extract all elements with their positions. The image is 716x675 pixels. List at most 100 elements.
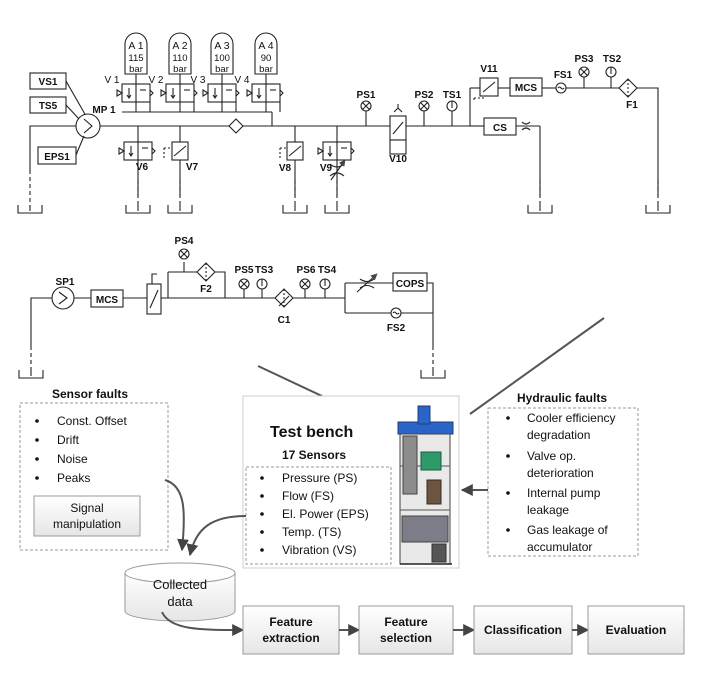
- sensor-cross: [301, 280, 309, 288]
- pipeline-step-box: [587, 605, 685, 655]
- pump-arrow: [83, 118, 93, 134]
- bullet: [506, 491, 510, 495]
- cooling-mcs-label: MCS: [96, 295, 119, 306]
- fs1-label: FS1: [554, 70, 573, 81]
- accumulator-pressure: 90: [261, 53, 272, 64]
- pipeline-step-label: selection: [380, 631, 432, 645]
- accumulator-unit: bar: [259, 64, 273, 75]
- ts5-label: TS5: [39, 101, 58, 112]
- arrow-data-to-extraction: [161, 611, 245, 636]
- pipe-path: [215, 271, 226, 298]
- valve-arrowhead: [256, 94, 262, 99]
- pipeline-step-label: extraction: [262, 631, 319, 645]
- cooler-arrow: [278, 295, 290, 307]
- fs2-label: FS2: [387, 323, 406, 334]
- v8-spring: [288, 145, 302, 157]
- accumulator-pressure: 115: [128, 53, 143, 64]
- hydraulic-faults-panel: [487, 407, 639, 557]
- accumulator-icon: [168, 32, 192, 75]
- sp1-label: SP1: [56, 277, 75, 288]
- bullet: [260, 476, 264, 480]
- pipe-path: [344, 282, 433, 314]
- valve-actuator: [246, 89, 254, 97]
- f1-label: F1: [626, 100, 638, 111]
- hydraulic-fault-item: deterioration: [527, 466, 594, 480]
- hydraulic-fault-item: accumulator: [527, 540, 592, 554]
- hydraulic-fault-item: leakage: [527, 503, 569, 517]
- pipe-line: [65, 80, 87, 117]
- sensor-item: Flow (FS): [282, 489, 334, 503]
- cooling-valve-arrow: [149, 289, 159, 309]
- pipe-line: [65, 104, 81, 121]
- sensor-faults-title: Sensor faults: [52, 387, 128, 401]
- bullet: [260, 530, 264, 534]
- pipeline-step-label: Feature: [269, 615, 313, 629]
- accumulator-pressure: 100: [214, 53, 230, 64]
- valve-spring: [193, 89, 198, 97]
- cooling-valve-pilot: [151, 273, 157, 284]
- v10-valve-lower: [389, 139, 407, 155]
- accumulator-label: A 2: [172, 40, 187, 52]
- valve-spring: [235, 89, 240, 97]
- hydraulic-fault-item: Internal pump: [527, 486, 601, 500]
- machine-motor: [417, 405, 431, 425]
- mcs-box: [509, 77, 543, 97]
- valve-actuator: [116, 89, 124, 97]
- signal-manipulation-label: manipulation: [53, 517, 121, 531]
- ts2-label: TS2: [603, 54, 622, 65]
- pipeline-step-box: [242, 605, 340, 655]
- pipeline-step-label: Feature: [384, 615, 428, 629]
- accumulator-label: A 4: [258, 40, 273, 52]
- vs1-label: VS1: [39, 77, 58, 88]
- collected-data-cylinder: [124, 573, 236, 622]
- v11-arrow: [482, 81, 496, 93]
- machine-pump: [420, 451, 442, 471]
- bullet: [506, 528, 510, 532]
- accumulator-unit: bar: [173, 64, 187, 75]
- arrow-signal-to-data: [164, 479, 190, 552]
- signal-manipulation-label: Signal: [70, 501, 103, 515]
- v7-pilot: [163, 147, 172, 158]
- tank-icon: [17, 205, 43, 214]
- eps1-label: EPS1: [44, 152, 70, 163]
- sensor-fault-item: Peaks: [57, 471, 90, 485]
- bullet: [35, 419, 39, 423]
- ts4-label: TS4: [318, 265, 337, 276]
- valve-arrowhead: [170, 94, 176, 99]
- sensor-item: El. Power (EPS): [282, 507, 369, 521]
- valve-actuator: [202, 89, 210, 97]
- bullet: [260, 548, 264, 552]
- valve-arrowhead: [128, 152, 134, 157]
- mp1-label: MP 1: [92, 105, 116, 116]
- valve-arrowhead: [212, 94, 218, 99]
- valve-label: V 3: [190, 75, 205, 86]
- sensor-cross: [580, 68, 588, 76]
- tank-icon: [125, 205, 151, 214]
- valve-actuator: [317, 147, 325, 155]
- ts3-label: TS3: [255, 265, 274, 276]
- valve-arrowhead: [327, 152, 333, 157]
- machine-cabinet: [402, 435, 418, 495]
- accumulator-icon: [210, 32, 234, 75]
- c1-label: C1: [278, 315, 291, 326]
- bullet: [35, 438, 39, 442]
- v10-spring: [393, 104, 403, 113]
- check-valve-icon: [228, 118, 244, 134]
- sensor-cross: [420, 102, 428, 110]
- ps4-label: PS4: [175, 236, 194, 247]
- collected-data-label: Collected: [153, 577, 207, 592]
- accumulator-label: A 1: [128, 40, 143, 52]
- valve-actuator: [160, 89, 168, 97]
- pipeline-step-box: [358, 605, 454, 655]
- machine-tank: [401, 515, 449, 543]
- tank-icon: [18, 370, 44, 379]
- hydraulic-fault-item: Gas leakage of: [527, 523, 608, 537]
- v8-label: V8: [279, 163, 292, 174]
- sensor-fault-item: Noise: [57, 452, 88, 466]
- valve-spring: [350, 147, 355, 155]
- sensor-item: Vibration (VS): [282, 543, 356, 557]
- tank-icon: [282, 205, 308, 214]
- sensor-fault-item: Drift: [57, 433, 80, 447]
- accumulator-icon: [124, 32, 148, 75]
